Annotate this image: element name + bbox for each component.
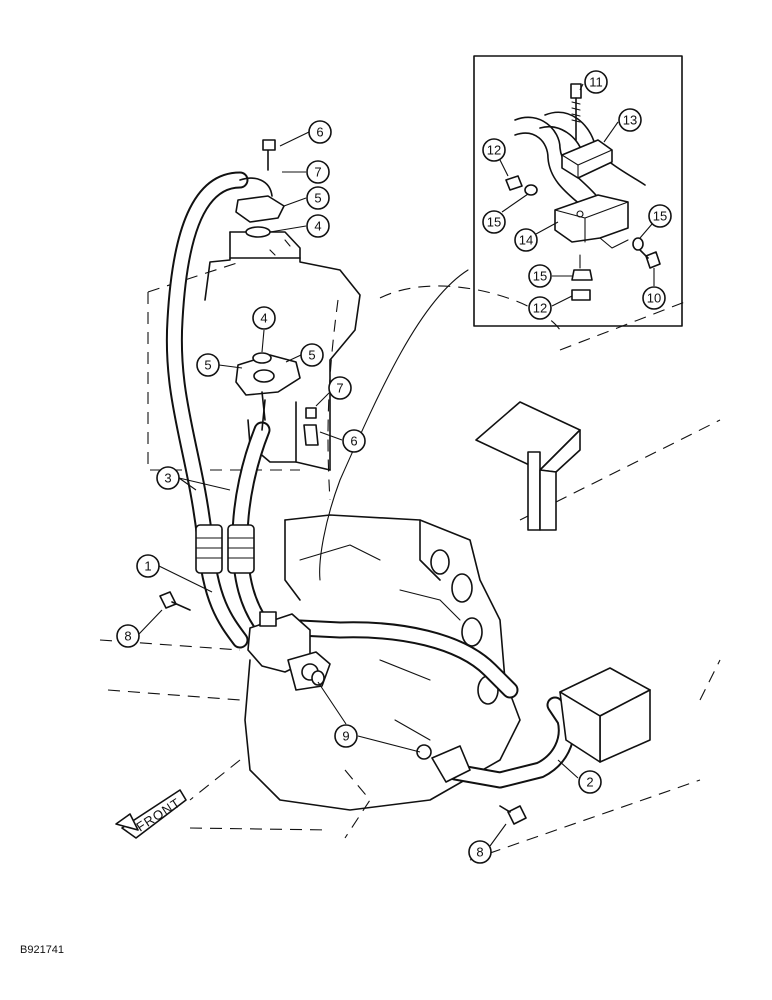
callout-4-top: 4 (306, 214, 330, 238)
svg-text:9: 9 (342, 729, 349, 744)
svg-text:5: 5 (308, 348, 315, 363)
callout-7-top: 7 (306, 160, 330, 184)
callout-15-bottom: 15 (528, 264, 552, 288)
bracket-detail-inset (473, 55, 683, 327)
callout-15-right: 15 (648, 204, 672, 228)
callout-3: 3 (156, 466, 180, 490)
callout-13: 13 (618, 108, 642, 132)
svg-text:14: 14 (519, 233, 533, 248)
inset-pointer-line (319, 269, 469, 581)
svg-text:12: 12 (487, 143, 501, 158)
callout-2: 2 (578, 770, 602, 794)
callout-5-right: 5 (300, 343, 324, 367)
svg-text:15: 15 (533, 269, 547, 284)
callout-4-mid: 4 (252, 306, 276, 330)
svg-text:10: 10 (647, 291, 661, 306)
callout-8-bottom: 8 (468, 840, 492, 864)
svg-text:4: 4 (314, 219, 321, 234)
svg-text:3: 3 (164, 471, 171, 486)
svg-text:15: 15 (653, 209, 667, 224)
machine-frame-outline (99, 261, 721, 861)
svg-text:15: 15 (487, 215, 501, 230)
svg-text:8: 8 (124, 629, 131, 644)
front-arrow: FRONT (115, 789, 187, 839)
svg-text:13: 13 (623, 113, 637, 128)
callout-12-top: 12 (482, 138, 506, 162)
callout-11: 11 (584, 70, 608, 94)
callout-6-mid: 6 (342, 429, 366, 453)
callouts: 6 7 5 4 4 5 5 7 6 3 1 8 9 (116, 70, 672, 864)
svg-text:5: 5 (204, 358, 211, 373)
svg-text:7: 7 (336, 381, 343, 396)
callout-5-top: 5 (306, 186, 330, 210)
svg-text:12: 12 (533, 301, 547, 316)
callout-5-left: 5 (196, 353, 220, 377)
control-valve (244, 514, 521, 811)
pipe-assembly-2 (416, 696, 575, 789)
svg-text:11: 11 (589, 75, 603, 90)
callout-15-left: 15 (482, 210, 506, 234)
callout-12-bottom: 12 (528, 296, 552, 320)
callout-14: 14 (514, 228, 538, 252)
pump-housing (204, 231, 361, 471)
svg-text:1: 1 (144, 559, 151, 574)
pipe-assembly-1 (247, 611, 519, 699)
mid-flange-fitting (235, 352, 319, 446)
bolts-8 (159, 591, 527, 825)
top-flange-fitting (235, 139, 285, 238)
svg-text:6: 6 (350, 434, 357, 449)
callout-1: 1 (136, 554, 160, 578)
callout-7-mid: 7 (328, 376, 352, 400)
svg-text:6: 6 (316, 125, 323, 140)
svg-text:2: 2 (586, 775, 593, 790)
reference-code: B921741 (20, 944, 65, 956)
callout-6-top: 6 (308, 120, 332, 144)
svg-text:7: 7 (314, 165, 321, 180)
callout-8-left: 8 (116, 624, 140, 648)
svg-text:8: 8 (476, 845, 483, 860)
frame-blocks (475, 401, 651, 763)
svg-text:4: 4 (260, 311, 267, 326)
callout-9: 9 (334, 724, 358, 748)
callout-10: 10 (642, 286, 666, 310)
hose-assembly (165, 171, 271, 649)
svg-text:5: 5 (314, 191, 321, 206)
